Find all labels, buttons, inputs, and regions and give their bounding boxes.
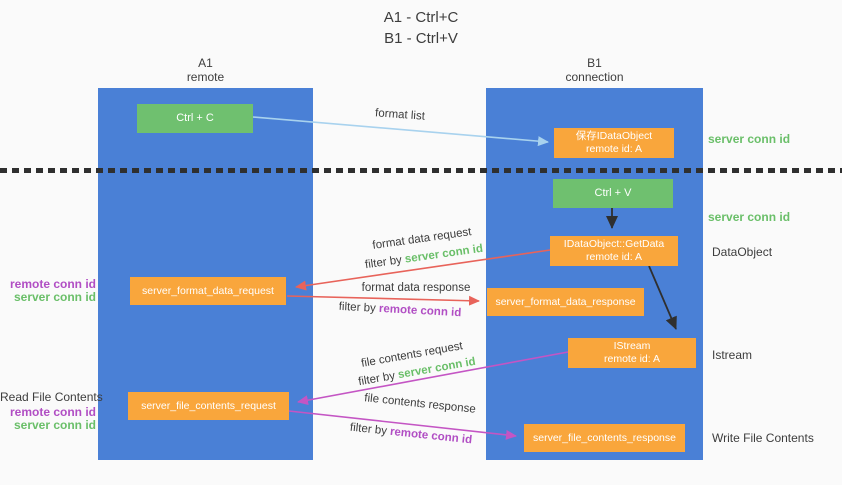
node-getdata-line1: IDataObject::GetData [563, 238, 665, 250]
right-label-write-file-contents: Write File Contents [712, 431, 814, 445]
arrow-file-contents-response [288, 410, 517, 440]
node-server-file-contents-response-label: server_file_contents_response [532, 431, 676, 444]
node-istream-line1: IStream [613, 340, 651, 352]
separator-dotted-line [0, 168, 842, 173]
left-label-remote-conn-id-2: remote conn id [9, 405, 96, 419]
node-istream-line2: remote id: A [603, 353, 661, 365]
left-label-read-file-contents: Read File Contents [0, 390, 103, 404]
right-label-server-conn-id-1: server conn id [708, 132, 791, 146]
lifeline-a1-name: A1 [198, 56, 213, 70]
filter-prefix: filter by [338, 300, 380, 315]
node-server-file-contents-request: server_file_contents_request [128, 392, 289, 420]
arrow-file-contents-request [297, 351, 569, 406]
node-server-file-contents-request-label: server_file_contents_request [141, 399, 276, 412]
right-label-dataobject: DataObject [712, 245, 773, 259]
diagram-title-line1: A1 - Ctrl+C [383, 9, 459, 26]
node-server-format-data-response: server_format_data_response [487, 288, 644, 316]
right-label-server-conn-id-2: server conn id [708, 210, 791, 224]
node-ctrl-c: Ctrl + C [137, 104, 253, 133]
node-server-format-data-response-label: server_format_data_response [495, 295, 636, 308]
node-save-dataobject-line1: 保存IDataObject [575, 130, 653, 142]
left-label-remote-conn-id-1: remote conn id [9, 277, 96, 291]
node-save-dataobject-line2: remote id: A [585, 143, 643, 155]
node-getdata-line2: remote id: A [585, 251, 643, 263]
lifeline-a1-role: remote [186, 70, 225, 84]
arrow-getdata-to-istream [648, 265, 677, 330]
node-server-format-data-request-label: server_format_data_request [142, 284, 274, 297]
arrow-format-data-response [286, 295, 480, 306]
node-server-format-data-request: server_format_data_request [130, 277, 286, 305]
left-label-server-conn-id-1: server conn id [13, 290, 96, 304]
left-label-server-conn-id-2: server conn id [13, 418, 96, 432]
right-label-istream: Istream [712, 348, 753, 362]
lifeline-b1-role: connection [565, 70, 624, 84]
diagram-title-line2: B1 - Ctrl+V [384, 30, 458, 47]
arrow-format-list [252, 116, 549, 147]
lifeline-header-a1: A1 remote [98, 56, 313, 84]
node-istream: IStream remote id: A [568, 338, 696, 368]
node-getdata: IDataObject::GetData remote id: A [550, 236, 678, 266]
label-format-data-response: format data response [361, 282, 471, 294]
lifeline-b1-name: B1 [587, 56, 602, 70]
node-ctrl-v: Ctrl + V [553, 179, 673, 208]
arrow-format-data-request [295, 249, 551, 291]
node-save-dataobject: 保存IDataObject remote id: A [554, 128, 674, 158]
lifeline-header-b1: B1 connection [486, 56, 703, 84]
node-ctrl-v-label: Ctrl + V [594, 187, 632, 199]
node-server-file-contents-response: server_file_contents_response [524, 424, 685, 452]
node-ctrl-c-label: Ctrl + C [176, 112, 214, 124]
